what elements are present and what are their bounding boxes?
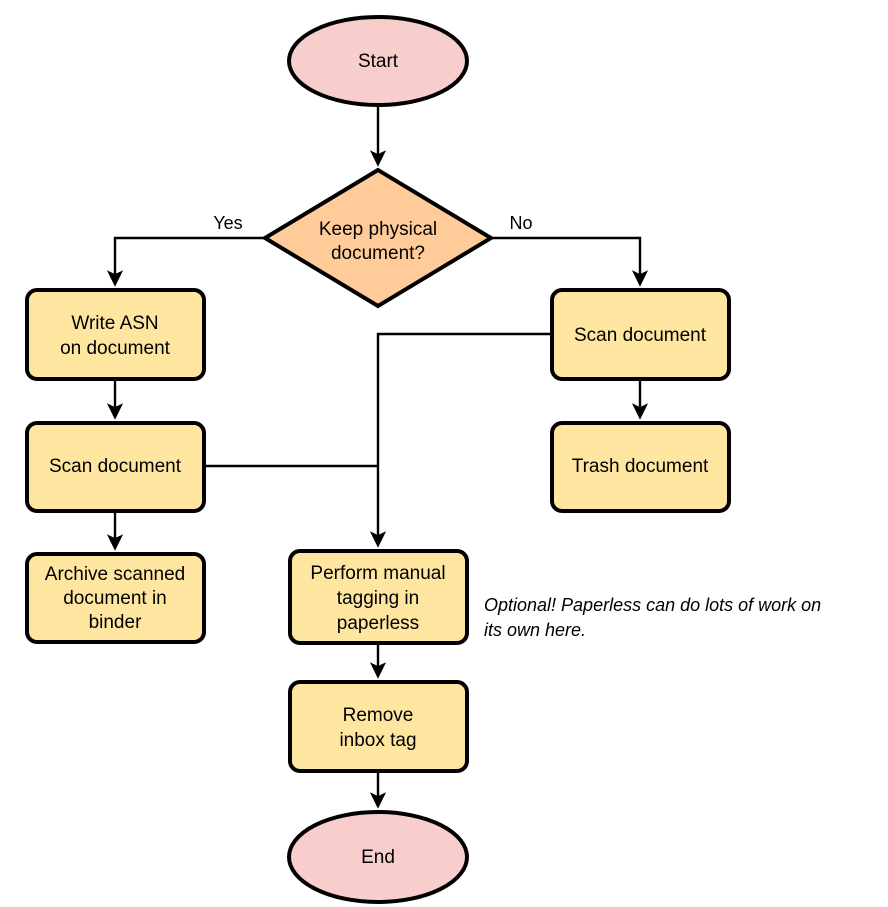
start-ellipse[interactable] [287, 15, 469, 107]
start-label: Start [358, 51, 399, 72]
decision-diamond[interactable] [261, 167, 495, 309]
connectors [106, 106, 649, 809]
end-label: End [361, 847, 395, 868]
node-manual-tagging[interactable]: Perform manual tagging in paperless [288, 549, 469, 645]
node-scan-document-left[interactable]: Scan document [25, 421, 206, 513]
manual-tagging-label-line2: tagging in [337, 588, 419, 609]
trash-document-label: Trash document [572, 456, 709, 477]
archive-box[interactable] [25, 552, 206, 644]
archive-label-line2: document in [63, 588, 167, 609]
edge-decision-yes-to-write-asn [106, 236, 265, 287]
scan-document-right-box[interactable] [550, 288, 731, 381]
node-trash-document[interactable]: Trash document [550, 421, 731, 513]
decision-label-line1: Keep physical [319, 219, 437, 240]
scan-document-left-label: Scan document [49, 456, 182, 477]
manual-tagging-label-line3: paperless [337, 613, 419, 634]
edge-label-yes: Yes [213, 213, 242, 233]
write-asn-label-line1: Write ASN [71, 313, 158, 334]
node-archive-scanned-document[interactable]: Archive scanned document in binder [25, 552, 206, 644]
write-asn-box[interactable] [25, 288, 206, 381]
node-remove-inbox-tag[interactable]: Remove inbox tag [288, 680, 469, 773]
node-decision-keep-physical-document[interactable]: Keep physical document? [261, 167, 495, 309]
manual-tagging-label-line1: Perform manual [310, 563, 445, 584]
edge-label-no: No [509, 213, 532, 233]
trash-document-box[interactable] [550, 421, 731, 513]
remove-inbox-tag-label-line1: Remove [343, 705, 414, 726]
node-end[interactable]: End [287, 810, 469, 904]
node-write-asn[interactable]: Write ASN on document [25, 288, 206, 381]
decision-label-line2: document? [331, 243, 425, 264]
edge-decision-no-to-scan-right [491, 236, 649, 287]
archive-label-line1: Archive scanned [45, 564, 185, 585]
remove-inbox-tag-box[interactable] [288, 680, 469, 773]
node-start[interactable]: Start [287, 15, 469, 107]
archive-label-line3: binder [89, 612, 142, 633]
node-scan-document-right[interactable]: Scan document [550, 288, 731, 381]
manual-tagging-box[interactable] [288, 549, 469, 645]
annotation-note: Optional! Paperless can do lots of work … [484, 595, 821, 640]
remove-inbox-tag-label-line2: inbox tag [339, 730, 416, 751]
scan-document-left-box[interactable] [25, 421, 206, 513]
end-ellipse[interactable] [287, 810, 469, 904]
annotation-line2: its own here. [484, 620, 586, 640]
annotation-line1: Optional! Paperless can do lots of work … [484, 595, 821, 615]
edge-scan-right-to-tagging [369, 332, 552, 548]
scan-document-right-label: Scan document [574, 325, 707, 346]
write-asn-label-line2: on document [60, 338, 171, 359]
